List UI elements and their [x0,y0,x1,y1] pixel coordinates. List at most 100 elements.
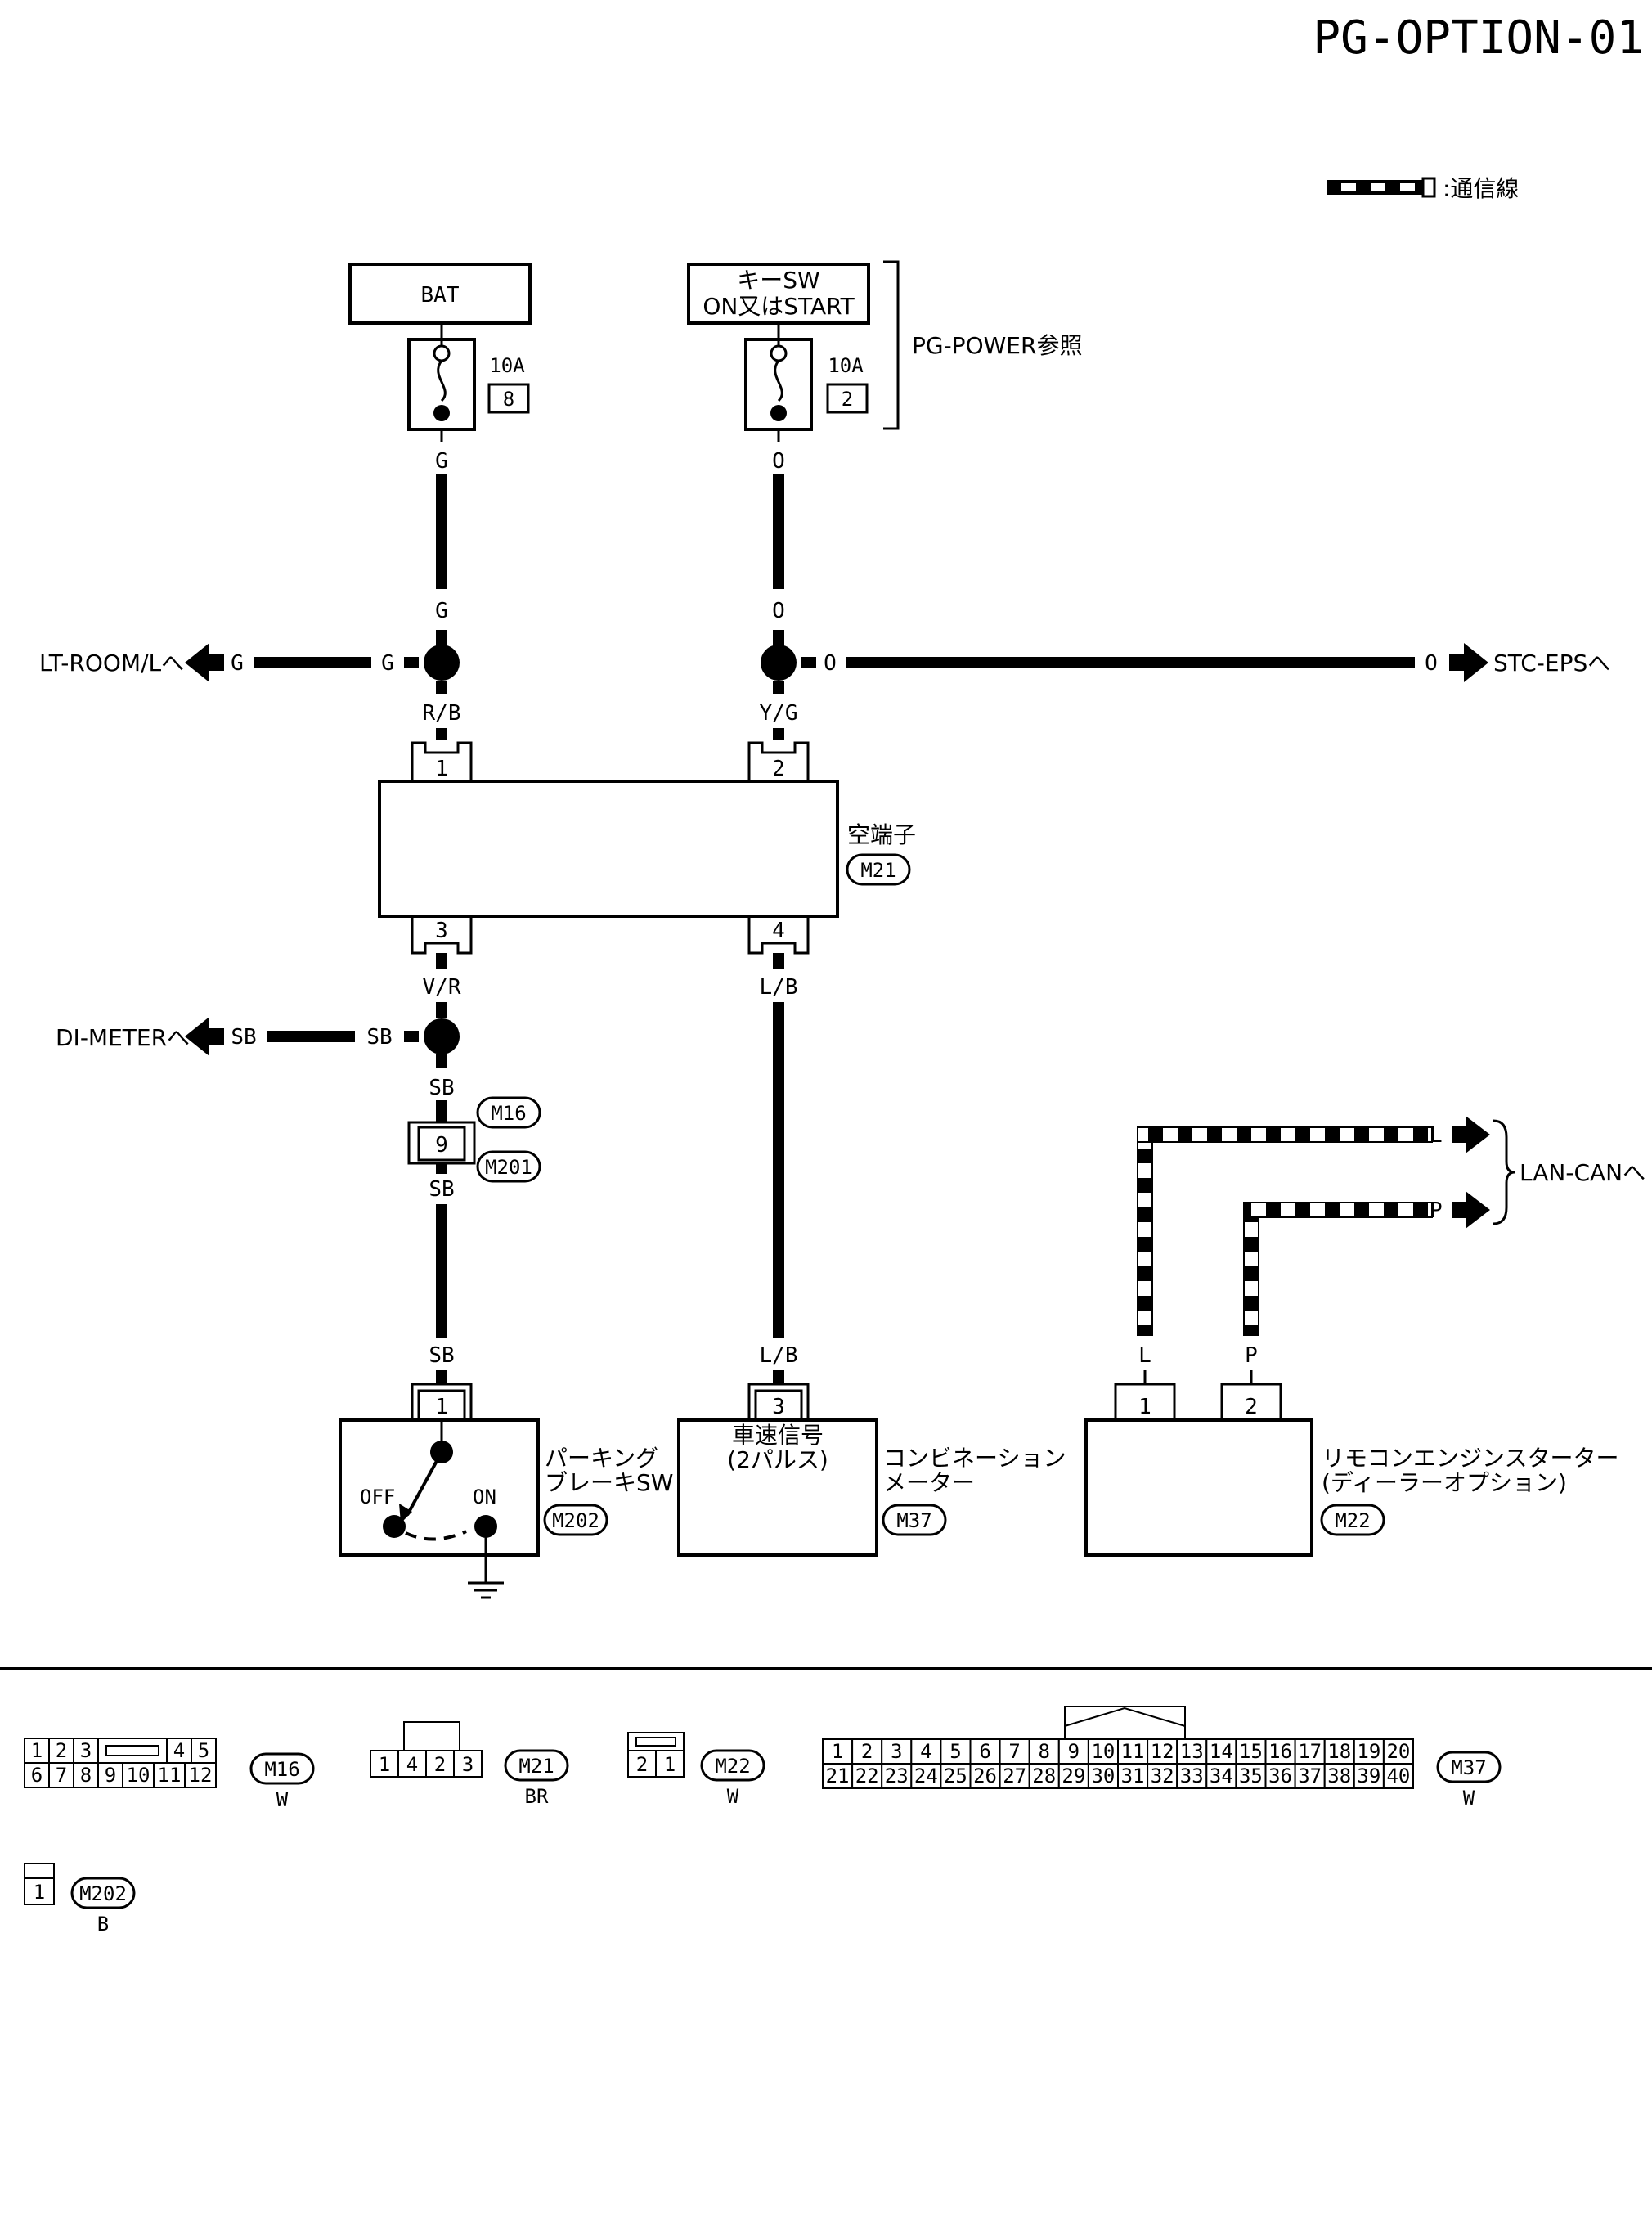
stc-eps-destination: STC-EPSへ [1493,650,1610,677]
bat-wire: G G [435,429,448,646]
lan-p-label: P [1430,1198,1443,1223]
lt-room-inner-wire: G [381,651,394,676]
lan-l-label: L [1430,1123,1443,1148]
connector-badge [70,1877,136,1909]
svg-text:40: 40 [1386,1765,1410,1787]
svg-text:38: 38 [1327,1765,1351,1787]
bat-wire-color-lower: G [435,599,448,623]
connector-badge [700,1749,765,1782]
junction-pin: 9 [435,1133,448,1158]
key-switch-label-1: キーSW [737,267,819,294]
connector-pin: 7 [48,1762,74,1788]
connector-pin: 1 [24,1877,55,1905]
connector-badge [504,1749,569,1782]
connector-pin: 16 [1264,1738,1296,1765]
svg-text:12: 12 [1151,1740,1174,1763]
connector-pin: 25 [940,1763,972,1789]
svg-text:17: 17 [1298,1740,1322,1763]
connector-pin: 31 [1117,1763,1149,1789]
di-meter-inner-wire: SB [366,1025,392,1050]
svg-text:24: 24 [914,1765,938,1787]
speed-signal-wire: L/B L/B [760,953,797,1383]
svg-text:4: 4 [920,1740,931,1763]
svg-text:20: 20 [1386,1740,1410,1763]
relay-m21: 1 2 3 4 空端子 M21 [378,741,916,955]
connector-pin: 1 [655,1750,685,1778]
connector-pin: 27 [999,1763,1030,1789]
connector-color: BR [525,1785,549,1808]
svg-text:34: 34 [1210,1765,1233,1787]
left-top-splice: G G LT-ROOM/Lへ R/B [39,643,460,740]
starter-name-1: リモコンエンジンスターター [1322,1445,1618,1472]
connector-pin: 4 [397,1750,427,1778]
parking-name-2: ブレーキSW [545,1469,673,1496]
connector-pin: 3 [73,1738,99,1764]
svg-text:31: 31 [1121,1765,1145,1787]
connector-pin: 14 [1205,1738,1237,1765]
connector-pin: 8 [73,1762,99,1788]
svg-text:19: 19 [1357,1740,1380,1763]
svg-text:10: 10 [127,1764,150,1787]
parking-connector: M202 [552,1509,599,1532]
svg-text:2: 2 [861,1740,873,1763]
page-title: PG-OPTION-01 [1313,11,1644,65]
left-mid-splice: V/R SB SB DI-METERへ SB [56,953,461,1122]
svg-text:1: 1 [664,1753,676,1776]
connector-badge [1436,1751,1502,1783]
connector-pin: 1 [24,1738,50,1764]
svg-text:4: 4 [173,1739,185,1762]
svg-text:21: 21 [826,1765,850,1787]
starter-pin1-wire: L [1138,1343,1151,1368]
connector-pin: 11 [153,1762,186,1788]
svg-text:23: 23 [885,1765,909,1787]
meter-name-1: コンビネーション [883,1445,1066,1472]
remote-engine-starter: 1 2 リモコンエンジンスターター (ディーラーオプション) M22 [1084,1383,1618,1557]
connector-pin: 2 [425,1750,455,1778]
legend-label: :通信線 [1443,175,1519,202]
bat-wire-color: G [435,449,448,474]
bat-label: BAT [421,283,460,308]
svg-text:15: 15 [1239,1740,1263,1763]
svg-text:3: 3 [80,1739,92,1762]
parking-brake-switch: 1 OFF ON パーキング ブレーキSW M202 [339,1383,673,1599]
svg-text:36: 36 [1268,1765,1292,1787]
connector-pin: 2 [627,1750,657,1778]
relay-connector: M21 [860,859,896,882]
connector-pin: 8 [1028,1738,1060,1765]
connector-pin: 20 [1382,1738,1415,1765]
lt-room-destination: LT-ROOM/Lへ [39,650,184,677]
key-switch-source: キーSW ON又はSTART [687,263,870,325]
svg-text:28: 28 [1032,1765,1056,1787]
lan-can-lines: L P LAN-CANへ L P [1137,1116,1645,1383]
key-switch-label-2: ON又はSTART [703,293,855,320]
connector-pin: 11 [1117,1738,1149,1765]
parking-name-1: パーキング [545,1445,658,1472]
relay-pin3-wire: V/R [423,975,461,1000]
connector-pin: 10 [1087,1738,1120,1765]
svg-text:7: 7 [1008,1740,1020,1763]
svg-text:27: 27 [1003,1765,1026,1787]
svg-text:33: 33 [1180,1765,1204,1787]
svg-text:11: 11 [1121,1740,1145,1763]
starter-connector: M22 [1335,1509,1370,1532]
meter-inner-1: 車速信号 [732,1422,824,1449]
svg-text:9: 9 [105,1764,116,1787]
svg-text:6: 6 [31,1764,43,1787]
relay-pin-2: 2 [772,757,785,781]
svg-text:2: 2 [636,1753,648,1776]
connector-pin: 32 [1147,1763,1178,1789]
svg-text:18: 18 [1327,1740,1351,1763]
svg-text:3: 3 [891,1740,902,1763]
svg-text:16: 16 [1268,1740,1292,1763]
svg-text:2: 2 [56,1739,67,1762]
connector-pin: 37 [1294,1763,1326,1789]
di-meter-outer-wire: SB [231,1025,256,1050]
svg-text:5: 5 [198,1739,209,1762]
junction-conn-top: M16 [491,1102,526,1125]
connector-pin: 38 [1323,1763,1355,1789]
svg-text:12: 12 [189,1764,213,1787]
stc-eps-inner-wire: O [824,651,837,676]
connector-pin: 9 [97,1762,123,1788]
connector-pin: 22 [851,1763,883,1789]
key-fuse: 10A 2 [744,323,869,431]
